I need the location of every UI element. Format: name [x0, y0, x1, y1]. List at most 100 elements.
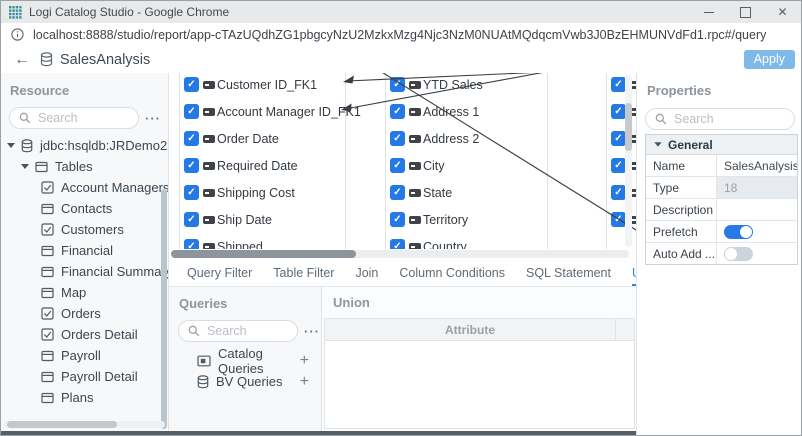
- tab-join[interactable]: Join: [355, 265, 379, 280]
- tree-item-jdbc-hsqldb-jrdemo2320[interactable]: jdbc:hsqldb:JRDemo2320: [1, 135, 168, 156]
- table-checked-icon: [41, 223, 54, 236]
- field-label: Shipping Cost: [217, 185, 295, 200]
- field-checkbox-checked[interactable]: ✓: [390, 131, 405, 146]
- field-row: ✓State: [390, 185, 547, 200]
- field-checkbox-checked[interactable]: ✓: [184, 77, 199, 92]
- column-field-icon: [203, 80, 215, 89]
- tree-item-plans[interactable]: Plans: [1, 387, 168, 408]
- table-checked-icon: [41, 307, 54, 320]
- database-icon: [197, 374, 209, 389]
- caret-down-icon[interactable]: [7, 143, 15, 148]
- field-checkbox-checked[interactable]: ✓: [184, 131, 199, 146]
- maximize-button[interactable]: [727, 1, 764, 23]
- field-checkbox-checked[interactable]: ✓: [611, 185, 626, 200]
- tree-item-financial-summary[interactable]: Financial Summary: [1, 261, 168, 282]
- properties-search[interactable]: [645, 108, 795, 130]
- properties-panel-title: Properties: [647, 83, 712, 98]
- url-text[interactable]: localhost:8888/studio/report/app-cTAzUQd…: [33, 27, 767, 42]
- queries-item-label: BV Queries: [216, 374, 283, 389]
- tree-item-tables[interactable]: Tables: [1, 156, 168, 177]
- properties-panel: Properties General NameSalesAnalysisType…: [636, 73, 801, 435]
- tree-item-orders-detail[interactable]: Orders Detail: [1, 324, 168, 345]
- tree-item-account-managers[interactable]: Account Managers: [1, 177, 168, 198]
- toggle-off[interactable]: [724, 246, 753, 261]
- property-row-description: Description: [646, 199, 797, 221]
- property-value[interactable]: SalesAnalysis: [724, 158, 797, 173]
- queries-item-bv-queries[interactable]: BV Queries +: [197, 371, 321, 392]
- field-checkbox-checked[interactable]: ✓: [611, 104, 626, 119]
- field-checkbox-checked[interactable]: ✓: [184, 212, 199, 227]
- tab-query-filter[interactable]: Query Filter: [187, 265, 253, 280]
- property-value: 18: [717, 177, 797, 198]
- field-checkbox-checked[interactable]: ✓: [390, 239, 405, 249]
- field-checkbox-checked[interactable]: ✓: [611, 77, 626, 92]
- field-checkbox-checked[interactable]: ✓: [184, 158, 199, 173]
- resource-more-button[interactable]: ···: [145, 110, 161, 126]
- resource-search[interactable]: [9, 107, 139, 129]
- column-field-icon: [203, 161, 215, 170]
- table-icon: [41, 266, 54, 278]
- app-logo-icon: [9, 5, 22, 19]
- table-checked-icon: [41, 328, 54, 341]
- tab-union[interactable]: Union: [631, 259, 636, 286]
- add-query-button[interactable]: +: [299, 372, 309, 390]
- toggle-on[interactable]: [724, 224, 753, 239]
- table-icon: [41, 392, 54, 404]
- queries-search[interactable]: [178, 320, 298, 342]
- tree-item-map[interactable]: Map: [1, 282, 168, 303]
- resource-vertical-scrollbar[interactable]: [161, 189, 167, 429]
- field-checkbox-checked[interactable]: ✓: [611, 131, 626, 146]
- tree-item-contacts[interactable]: Contacts: [1, 198, 168, 219]
- column-field-icon: [409, 161, 421, 170]
- field-checkbox-checked[interactable]: ✓: [611, 158, 626, 173]
- field-checkbox-checked[interactable]: ✓: [390, 104, 405, 119]
- field-checkbox-checked[interactable]: ✓: [184, 185, 199, 200]
- tree-item-label: Contacts: [61, 201, 113, 216]
- tree-item-customers[interactable]: Customers: [1, 219, 168, 240]
- caret-down-icon[interactable]: [21, 164, 29, 169]
- union-column-actions: [616, 319, 634, 340]
- query-diagram-canvas: ✓Customer ID_FK1✓Account Manager ID_FK1✓…: [169, 73, 636, 249]
- queries-panel: Queries ··· Catalog Queries+BV Queries+: [169, 287, 322, 431]
- field-checkbox-checked[interactable]: ✓: [611, 212, 626, 227]
- tree-item-payroll-detail[interactable]: Payroll Detail: [1, 366, 168, 387]
- canvas-horizontal-scrollbar[interactable]: [171, 250, 629, 258]
- browser-address-bar[interactable]: localhost:8888/studio/report/app-cTAzUQd…: [1, 23, 801, 47]
- queries-more-button[interactable]: ···: [304, 323, 320, 339]
- back-button[interactable]: ←: [14, 50, 30, 68]
- queries-search-input[interactable]: [205, 323, 297, 339]
- resource-search-input[interactable]: [36, 110, 138, 126]
- properties-search-input[interactable]: [672, 111, 794, 127]
- field-checkbox-checked[interactable]: ✓: [184, 104, 199, 119]
- tab-table-filter[interactable]: Table Filter: [273, 265, 335, 280]
- field-label: Required Date: [217, 158, 298, 173]
- field-checkbox-checked[interactable]: ✓: [390, 77, 405, 92]
- tab-column-conditions[interactable]: Column Conditions: [399, 265, 505, 280]
- close-button[interactable]: ✕: [777, 5, 788, 19]
- minimize-button[interactable]: [690, 1, 727, 23]
- canvas-vertical-scrollbar[interactable]: [625, 75, 632, 247]
- add-query-button[interactable]: +: [299, 351, 309, 369]
- field-checkbox-checked[interactable]: ✓: [184, 239, 199, 249]
- field-row: ✓In: [611, 185, 636, 200]
- apply-button[interactable]: Apply: [743, 49, 795, 70]
- property-value[interactable]: [717, 199, 797, 220]
- field-row: ✓YTD Sales: [390, 77, 547, 92]
- tree-item-payroll[interactable]: Payroll: [1, 345, 168, 366]
- tree-item-orders[interactable]: Orders: [1, 303, 168, 324]
- tree-item-financial[interactable]: Financial: [1, 240, 168, 261]
- field-label: Address 1: [423, 104, 480, 119]
- property-label: Auto Add ...: [646, 243, 717, 264]
- resource-horizontal-scrollbar[interactable]: [3, 421, 165, 428]
- properties-section-general[interactable]: General: [646, 135, 797, 155]
- table-icon: [41, 350, 54, 362]
- field-checkbox-checked[interactable]: ✓: [390, 185, 405, 200]
- site-info-icon[interactable]: [11, 28, 24, 41]
- tab-sql-statement[interactable]: SQL Statement: [525, 265, 611, 280]
- field-label: Customer ID_FK1: [217, 77, 318, 92]
- queries-item-catalog-queries[interactable]: Catalog Queries+: [197, 346, 321, 376]
- field-checkbox-checked[interactable]: ✓: [390, 158, 405, 173]
- table-icon: [35, 161, 48, 173]
- field-checkbox-checked[interactable]: ✓: [390, 212, 405, 227]
- tree-item-label: Account Managers: [61, 180, 169, 195]
